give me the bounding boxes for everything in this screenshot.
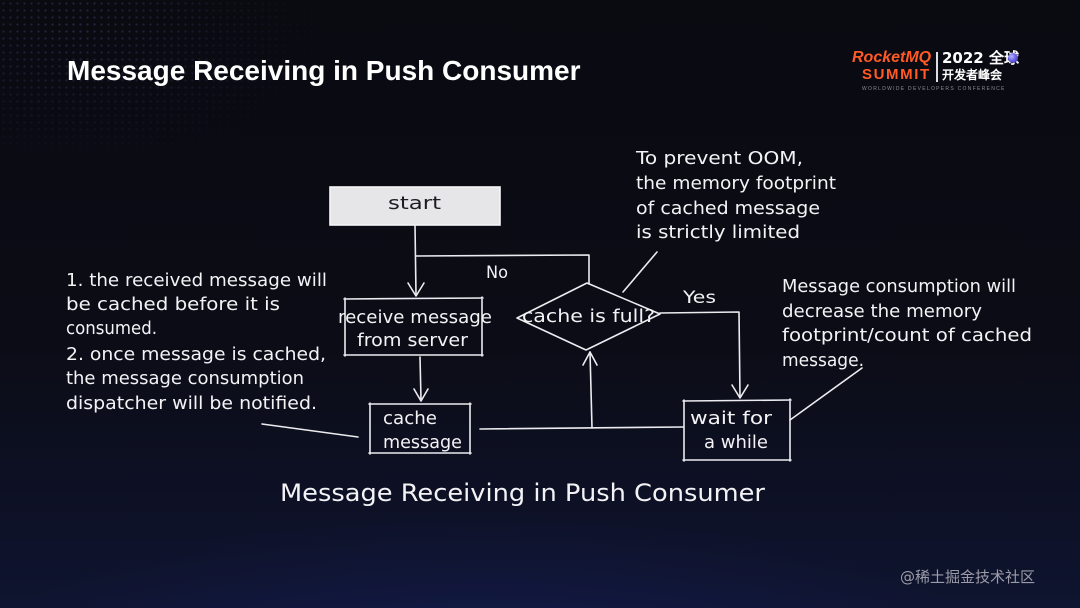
cache-notes-line: the message consumption [66, 368, 304, 389]
cache-full-decision-node: cache is full? [516, 282, 661, 351]
cache-label-line-2: message [383, 432, 462, 453]
logo-edition: 2022 全球 [942, 49, 1019, 67]
cache-notes-line: consumed. [66, 318, 157, 339]
start-box [329, 186, 501, 226]
logo-event-cn: 开发者峰会 [942, 68, 1003, 82]
wait-box [682, 398, 792, 462]
arrow-receive-to-cache [413, 356, 429, 402]
consumption-annotation-line: Message consumption will [782, 276, 1016, 297]
cache-notes-annotation-pointer [261, 423, 359, 438]
cache-notes-line: dispatcher will be notified. [66, 393, 317, 414]
background-dot-pattern [0, 0, 620, 300]
watermark: @稀土掘金技术社区 [900, 568, 1036, 586]
cache-notes-line: be cached before it is [66, 294, 280, 315]
logo-separator [936, 52, 938, 82]
consumption-annotation-line: decrease the memory [782, 301, 982, 322]
cache-notes-line: 1. the received message will [66, 270, 327, 291]
logo-brand: RocketMQ [852, 49, 932, 66]
no-label: No [486, 263, 508, 283]
wait-label-line-1: wait for [690, 408, 773, 429]
oom-annotation-line: is strictly limited [636, 222, 800, 243]
logo-planet-icon [1008, 53, 1018, 63]
cache-notes-annotation: 1. the received message will be cached b… [66, 270, 327, 414]
arrow-to-decision [582, 351, 598, 429]
logo-tagline: WORLDWIDE DEVELOPERS CONFERENCE [862, 86, 1006, 92]
yes-label: Yes [682, 288, 716, 308]
cache-message-node: cache message [368, 402, 472, 455]
receive-label-line-1: receive message [338, 307, 492, 328]
cache-notes-line: 2. once message is cached, [66, 344, 326, 365]
diagram-caption: Message Receiving in Push Consumer [280, 479, 765, 507]
yes-branch-arrow [659, 311, 749, 399]
receive-message-node: receive message from server [338, 296, 492, 357]
rocketmq-summit-logo: RocketMQ 2022 全球 SUMMIT 开发者峰会 WORLDWIDE … [850, 48, 1025, 94]
wait-node: wait for a while [682, 398, 792, 462]
decision-diamond [516, 282, 661, 351]
wait-label-line-2: a while [704, 432, 768, 453]
no-branch-line [415, 254, 590, 285]
consumption-annotation-pointer [789, 367, 863, 421]
start-node: start [329, 186, 501, 226]
oom-annotation-line: To prevent OOM, [635, 148, 803, 169]
oom-annotation-line: of cached message [636, 198, 820, 219]
receive-label-line-2: from server [357, 330, 469, 351]
start-label: start [388, 193, 441, 214]
consumption-annotation: Message consumption will decrease the me… [782, 276, 1032, 371]
oom-annotation: To prevent OOM, the memory footprint of … [635, 148, 836, 243]
cache-label-line-1: cache [383, 408, 437, 429]
slide-title: Message Receiving in Push Consumer [67, 55, 581, 86]
arrow-start-to-receive [407, 224, 425, 297]
cache-message-box [368, 402, 472, 455]
oom-annotation-line: the memory footprint [636, 173, 836, 194]
consumption-annotation-line: footprint/count of cached [782, 325, 1032, 346]
oom-annotation-pointer [622, 251, 658, 293]
connector-cache-to-wait [479, 426, 684, 430]
decision-label: cache is full? [522, 306, 655, 327]
receive-message-box [343, 296, 484, 357]
consumption-annotation-line: message. [782, 350, 864, 371]
logo-event: SUMMIT [862, 66, 931, 83]
